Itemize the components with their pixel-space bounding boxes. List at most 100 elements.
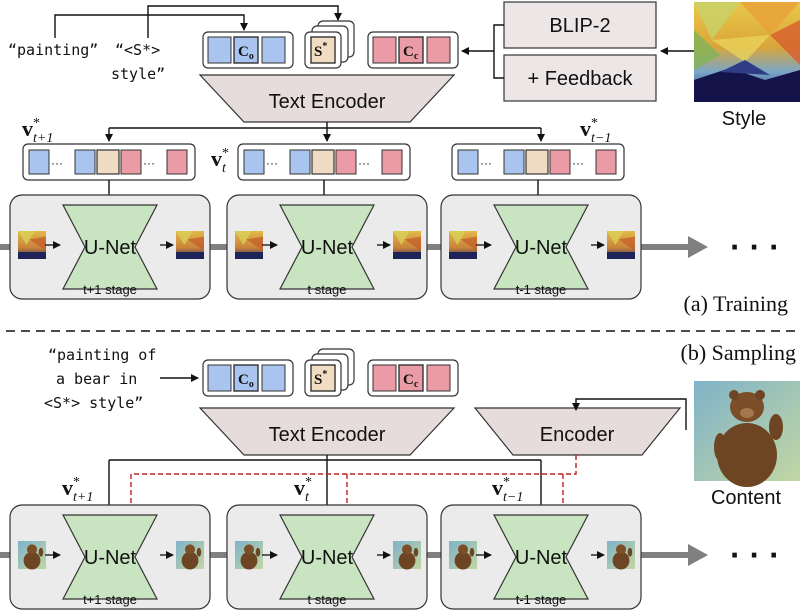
- token-s-label: S*: [314, 41, 327, 60]
- unet-block: [493, 514, 589, 600]
- sampling-stage-3: U-Net t-1 stage: [440, 504, 642, 610]
- sampling-text-encoder-label: Text Encoder: [269, 424, 386, 446]
- stage-label: t+1 stage: [83, 282, 137, 297]
- training-text-encoder-label: Text Encoder: [269, 91, 386, 113]
- unet-label: U-Net: [515, 237, 568, 259]
- sampling-token-s-label: S*: [314, 369, 327, 388]
- sampling-token-group-cc: Cc: [367, 359, 459, 397]
- stage-label: t stage: [307, 282, 346, 297]
- dots-icon: ···: [143, 156, 155, 170]
- sampling-stage-1: U-Net t+1 stage: [9, 504, 211, 610]
- content-label: Content: [711, 487, 781, 509]
- prompt-to-s-arrow: [147, 5, 342, 38]
- style-thumbnail-input: [235, 231, 263, 259]
- sampling-image-encoder: [473, 407, 682, 456]
- training-stages: U-Net t+1 stage U-Net t stage U-Net t-1 stage: [9, 194, 642, 300]
- dots-icon: ···: [480, 156, 492, 170]
- bear-thumbnail-input: [18, 541, 46, 570]
- sampling-text-encoder: [198, 407, 456, 456]
- blip2-label: BLIP-2: [549, 15, 610, 37]
- blip-bracket: [493, 24, 504, 79]
- sampling-prompt-line2: a bear in: [56, 370, 137, 388]
- blip2-box: [503, 1, 657, 49]
- training-stage-1: U-Net t+1 stage: [9, 194, 211, 300]
- stage-label: t+1 stage: [83, 592, 137, 607]
- bear-thumbnail-output: [393, 541, 421, 570]
- feedback-label: + Feedback: [527, 68, 633, 90]
- sampling-section-title: (b) Sampling: [681, 340, 797, 365]
- sampling-token-cc-label: Cc: [403, 372, 419, 390]
- token-group-s-star: S*: [304, 20, 355, 69]
- content-to-encoder-arrow: [572, 398, 687, 430]
- bear-thumbnail-output: [607, 541, 635, 570]
- sampling-prompt-line3: <S*> style”: [44, 394, 143, 412]
- style-label: Style: [722, 108, 766, 130]
- sampling-token-group-s-star: S*: [304, 348, 355, 397]
- training-stage-2: U-Net t stage: [226, 194, 428, 300]
- training-prompt-painting: “painting”: [8, 41, 98, 59]
- training-timeline-arrowhead: [688, 236, 708, 258]
- sampling-token-group-c0: Co: [202, 359, 294, 397]
- bear-thumbnail-input: [449, 541, 477, 570]
- training-v-t-plus-1: v*t+1: [22, 116, 53, 146]
- token-group-c0: Co: [202, 31, 294, 69]
- training-text-encoder: [198, 74, 456, 123]
- training-prompt-style-line1: “<S*>: [115, 41, 160, 59]
- training-v-t-minus-1: v*t−1: [580, 116, 611, 146]
- vec-strip-t-minus-1: ··· ···: [451, 143, 625, 181]
- dots-icon: ···: [266, 156, 278, 170]
- style-thumbnail-input: [18, 231, 46, 259]
- sampling-v-t-minus-1: v*t−1: [492, 475, 523, 505]
- training-stage-3: U-Net t-1 stage: [440, 194, 642, 300]
- unet-block: [279, 204, 375, 290]
- unet-label: U-Net: [515, 547, 568, 569]
- stage-label: t-1 stage: [516, 592, 567, 607]
- training-section-title: (a) Training: [684, 291, 789, 316]
- stage-label: t-1 stage: [516, 282, 567, 297]
- unet-label: U-Net: [301, 547, 354, 569]
- unet-label: U-Net: [84, 547, 137, 569]
- vec-strip-t: ··· ···: [237, 143, 411, 181]
- training-prompt-style-line2: style”: [111, 65, 165, 83]
- sampling-ellipsis: · · ·: [730, 537, 780, 573]
- content-feature-bus: [131, 455, 577, 475]
- sampling-prompt-line1: “painting of: [48, 346, 156, 364]
- style-thumbnail-output: [176, 231, 204, 259]
- training-ellipsis: · · ·: [730, 229, 780, 265]
- unet-label: U-Net: [301, 237, 354, 259]
- sampling-stage-2: U-Net t stage: [226, 504, 428, 610]
- style-thumbnail-output: [607, 231, 635, 259]
- dots-icon: ···: [572, 156, 584, 170]
- unet-block: [62, 514, 158, 600]
- sampling-v-t-plus-1: v*t+1: [62, 475, 93, 505]
- style-thumbnail-output: [393, 231, 421, 259]
- style-image: [694, 2, 800, 102]
- content-image: [694, 381, 800, 487]
- feedback-box: [503, 54, 657, 102]
- sampling-token-c0-label: Co: [238, 372, 254, 390]
- vec-strip-t-plus-1: ··· ···: [22, 143, 196, 181]
- token-c0-label: Co: [238, 44, 254, 62]
- unet-label: U-Net: [84, 237, 137, 259]
- sampling-v-t: v*t: [294, 475, 312, 505]
- token-group-cc: Cc: [367, 31, 459, 69]
- unet-block: [493, 204, 589, 290]
- training-section: “painting” “<S*> style” Co S* C: [0, 1, 800, 316]
- sampling-timeline-arrowhead: [688, 544, 708, 566]
- unet-block: [279, 514, 375, 600]
- prompt-to-c0-arrow: [54, 14, 248, 38]
- stage-label: t stage: [307, 592, 346, 607]
- dots-icon: ···: [358, 156, 370, 170]
- bear-thumbnail-input: [235, 541, 263, 570]
- unet-block: [62, 204, 158, 290]
- dots-icon: ···: [51, 156, 63, 170]
- token-cc-label: Cc: [403, 44, 419, 62]
- training-v-t: v*t: [211, 146, 229, 176]
- sampling-image-encoder-label: Encoder: [540, 424, 615, 446]
- training-vector-strips: ··· ··· ··· ··· ··· ···: [22, 143, 625, 213]
- sampling-section: (b) Sampling “painting of a bear in <S*>…: [0, 340, 800, 610]
- style-thumbnail-input: [449, 231, 477, 259]
- sampling-stages: U-Net t+1 stage U-Net t stage U-Net t-1 stage: [9, 504, 642, 610]
- bear-thumbnail-output: [176, 541, 204, 570]
